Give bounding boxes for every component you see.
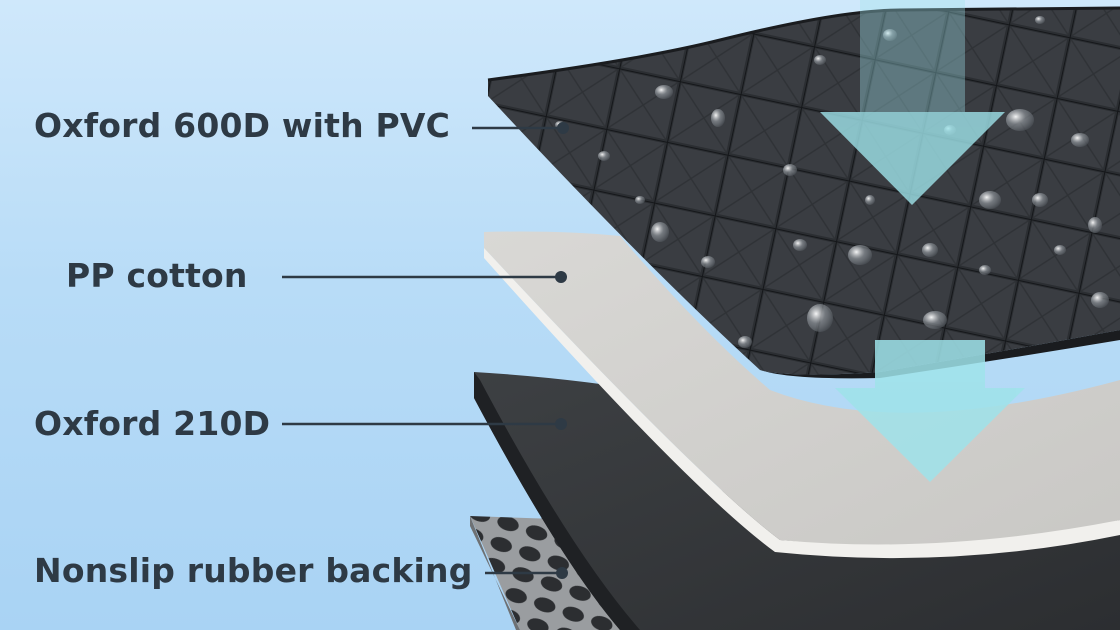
water-droplets bbox=[555, 16, 1109, 348]
leader-line-oxford210 bbox=[282, 418, 567, 430]
leader-line-top bbox=[472, 122, 569, 134]
down-arrow-icon-lower bbox=[835, 340, 1025, 482]
label-oxford-600d-pvc: Oxford 600D with PVC bbox=[34, 106, 451, 145]
oxford-210d-layer bbox=[474, 372, 1120, 630]
pp-cotton-layer bbox=[484, 231, 1120, 559]
leader-line-rubber bbox=[485, 567, 568, 579]
label-oxford-210d: Oxford 210D bbox=[34, 404, 271, 443]
oxford-600d-pvc-layer bbox=[487, 6, 1120, 379]
down-arrow-icon bbox=[820, 0, 1005, 205]
label-nonslip-rubber-backing: Nonslip rubber backing bbox=[34, 551, 473, 590]
leader-line-cotton bbox=[282, 271, 567, 283]
label-pp-cotton: PP cotton bbox=[66, 256, 248, 295]
